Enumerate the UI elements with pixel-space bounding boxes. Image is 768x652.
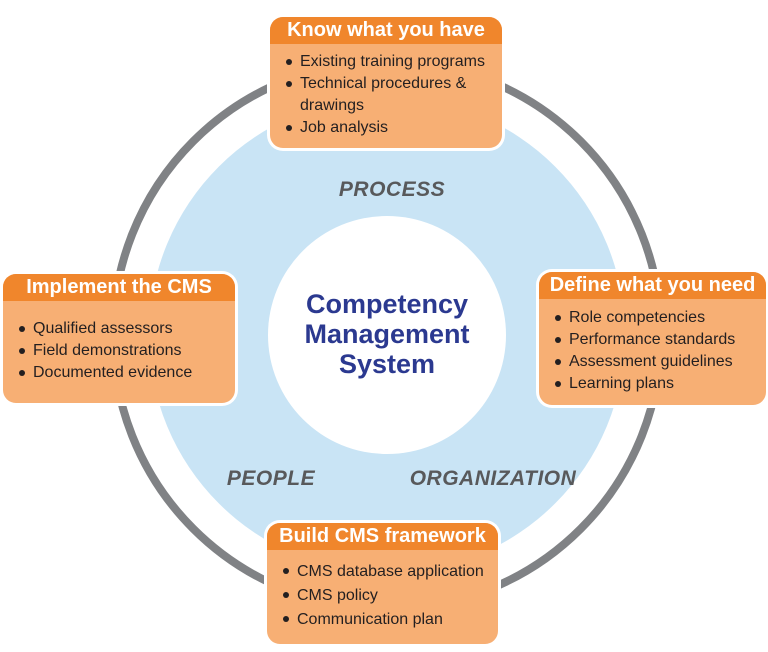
bullet-dot-icon <box>19 370 25 376</box>
bullet-text: Performance standards <box>569 331 736 348</box>
region-label-people: PEOPLE <box>226 467 316 490</box>
bullet-text: Documented evidence <box>33 364 193 381</box>
diagram-title-line: Competency <box>305 289 469 319</box>
bullet-dot-icon <box>283 568 289 574</box>
bullet-dot-icon <box>19 326 25 332</box>
region-label-organization: ORGANIZATION <box>409 467 577 490</box>
bullet-dot-icon <box>19 348 25 354</box>
bullet-text: Role competencies <box>569 309 706 326</box>
bullet-text: Assessment guidelines <box>569 353 733 370</box>
bullet-text: Communication plan <box>297 611 443 628</box>
bullet-item: Assessment guidelines <box>555 351 760 373</box>
bullet-dot-icon <box>283 592 289 598</box>
bullet-dot-icon <box>555 315 561 321</box>
bullet-item: Communication plan <box>283 608 492 632</box>
bullet-item: Existing training programs <box>286 51 496 73</box>
diagram-title: Competency Management System <box>272 289 502 379</box>
bullet-dot-icon <box>283 616 289 622</box>
bullet-dot-icon <box>286 81 292 87</box>
bullet-text: Learning plans <box>569 375 674 392</box>
callout-build-cms-framework: Build CMS framework CMS database applica… <box>267 523 498 644</box>
diagram-title-line: System <box>338 349 436 379</box>
bullet-item: CMS database application <box>283 560 492 584</box>
bullet-item: Learning plans <box>555 373 760 395</box>
callout-title: Define what you need <box>539 272 766 299</box>
callout-title: Implement the CMS <box>3 274 235 301</box>
callout-title: Know what you have <box>270 17 502 44</box>
bullet-dot-icon <box>555 337 561 343</box>
bullet-text: Job analysis <box>300 119 389 136</box>
bullet-item: Performance standards <box>555 329 760 351</box>
bullet-item: Field demonstrations <box>19 340 229 362</box>
bullet-item: Documented evidence <box>19 362 229 384</box>
callout-know-what-you-have: Know what you have Existing training pro… <box>270 17 502 148</box>
bullet-item: Technical procedures & drawings <box>286 73 496 117</box>
bullet-dot-icon <box>286 59 292 65</box>
bullet-item: Job analysis <box>286 117 496 139</box>
bullet-text: CMS database application <box>297 563 484 580</box>
bullet-item: CMS policy <box>283 584 492 608</box>
center-white-circle <box>268 216 506 454</box>
bullet-item: Role competencies <box>555 307 760 329</box>
bullet-dot-icon <box>555 381 561 387</box>
bullet-dot-icon <box>286 125 292 131</box>
bullet-text: Field demonstrations <box>33 342 182 359</box>
bullet-item: Qualified assessors <box>19 318 229 340</box>
bullet-text: CMS policy <box>297 587 378 604</box>
diagram-title-line: Management <box>304 319 470 349</box>
region-label-process: PROCESS <box>338 178 446 201</box>
callout-title: Build CMS framework <box>267 523 498 550</box>
bullet-text: Existing training programs <box>300 53 485 70</box>
bullet-text: Technical procedures & drawings <box>300 75 467 114</box>
bullet-text: Qualified assessors <box>33 320 173 337</box>
bullet-dot-icon <box>555 359 561 365</box>
